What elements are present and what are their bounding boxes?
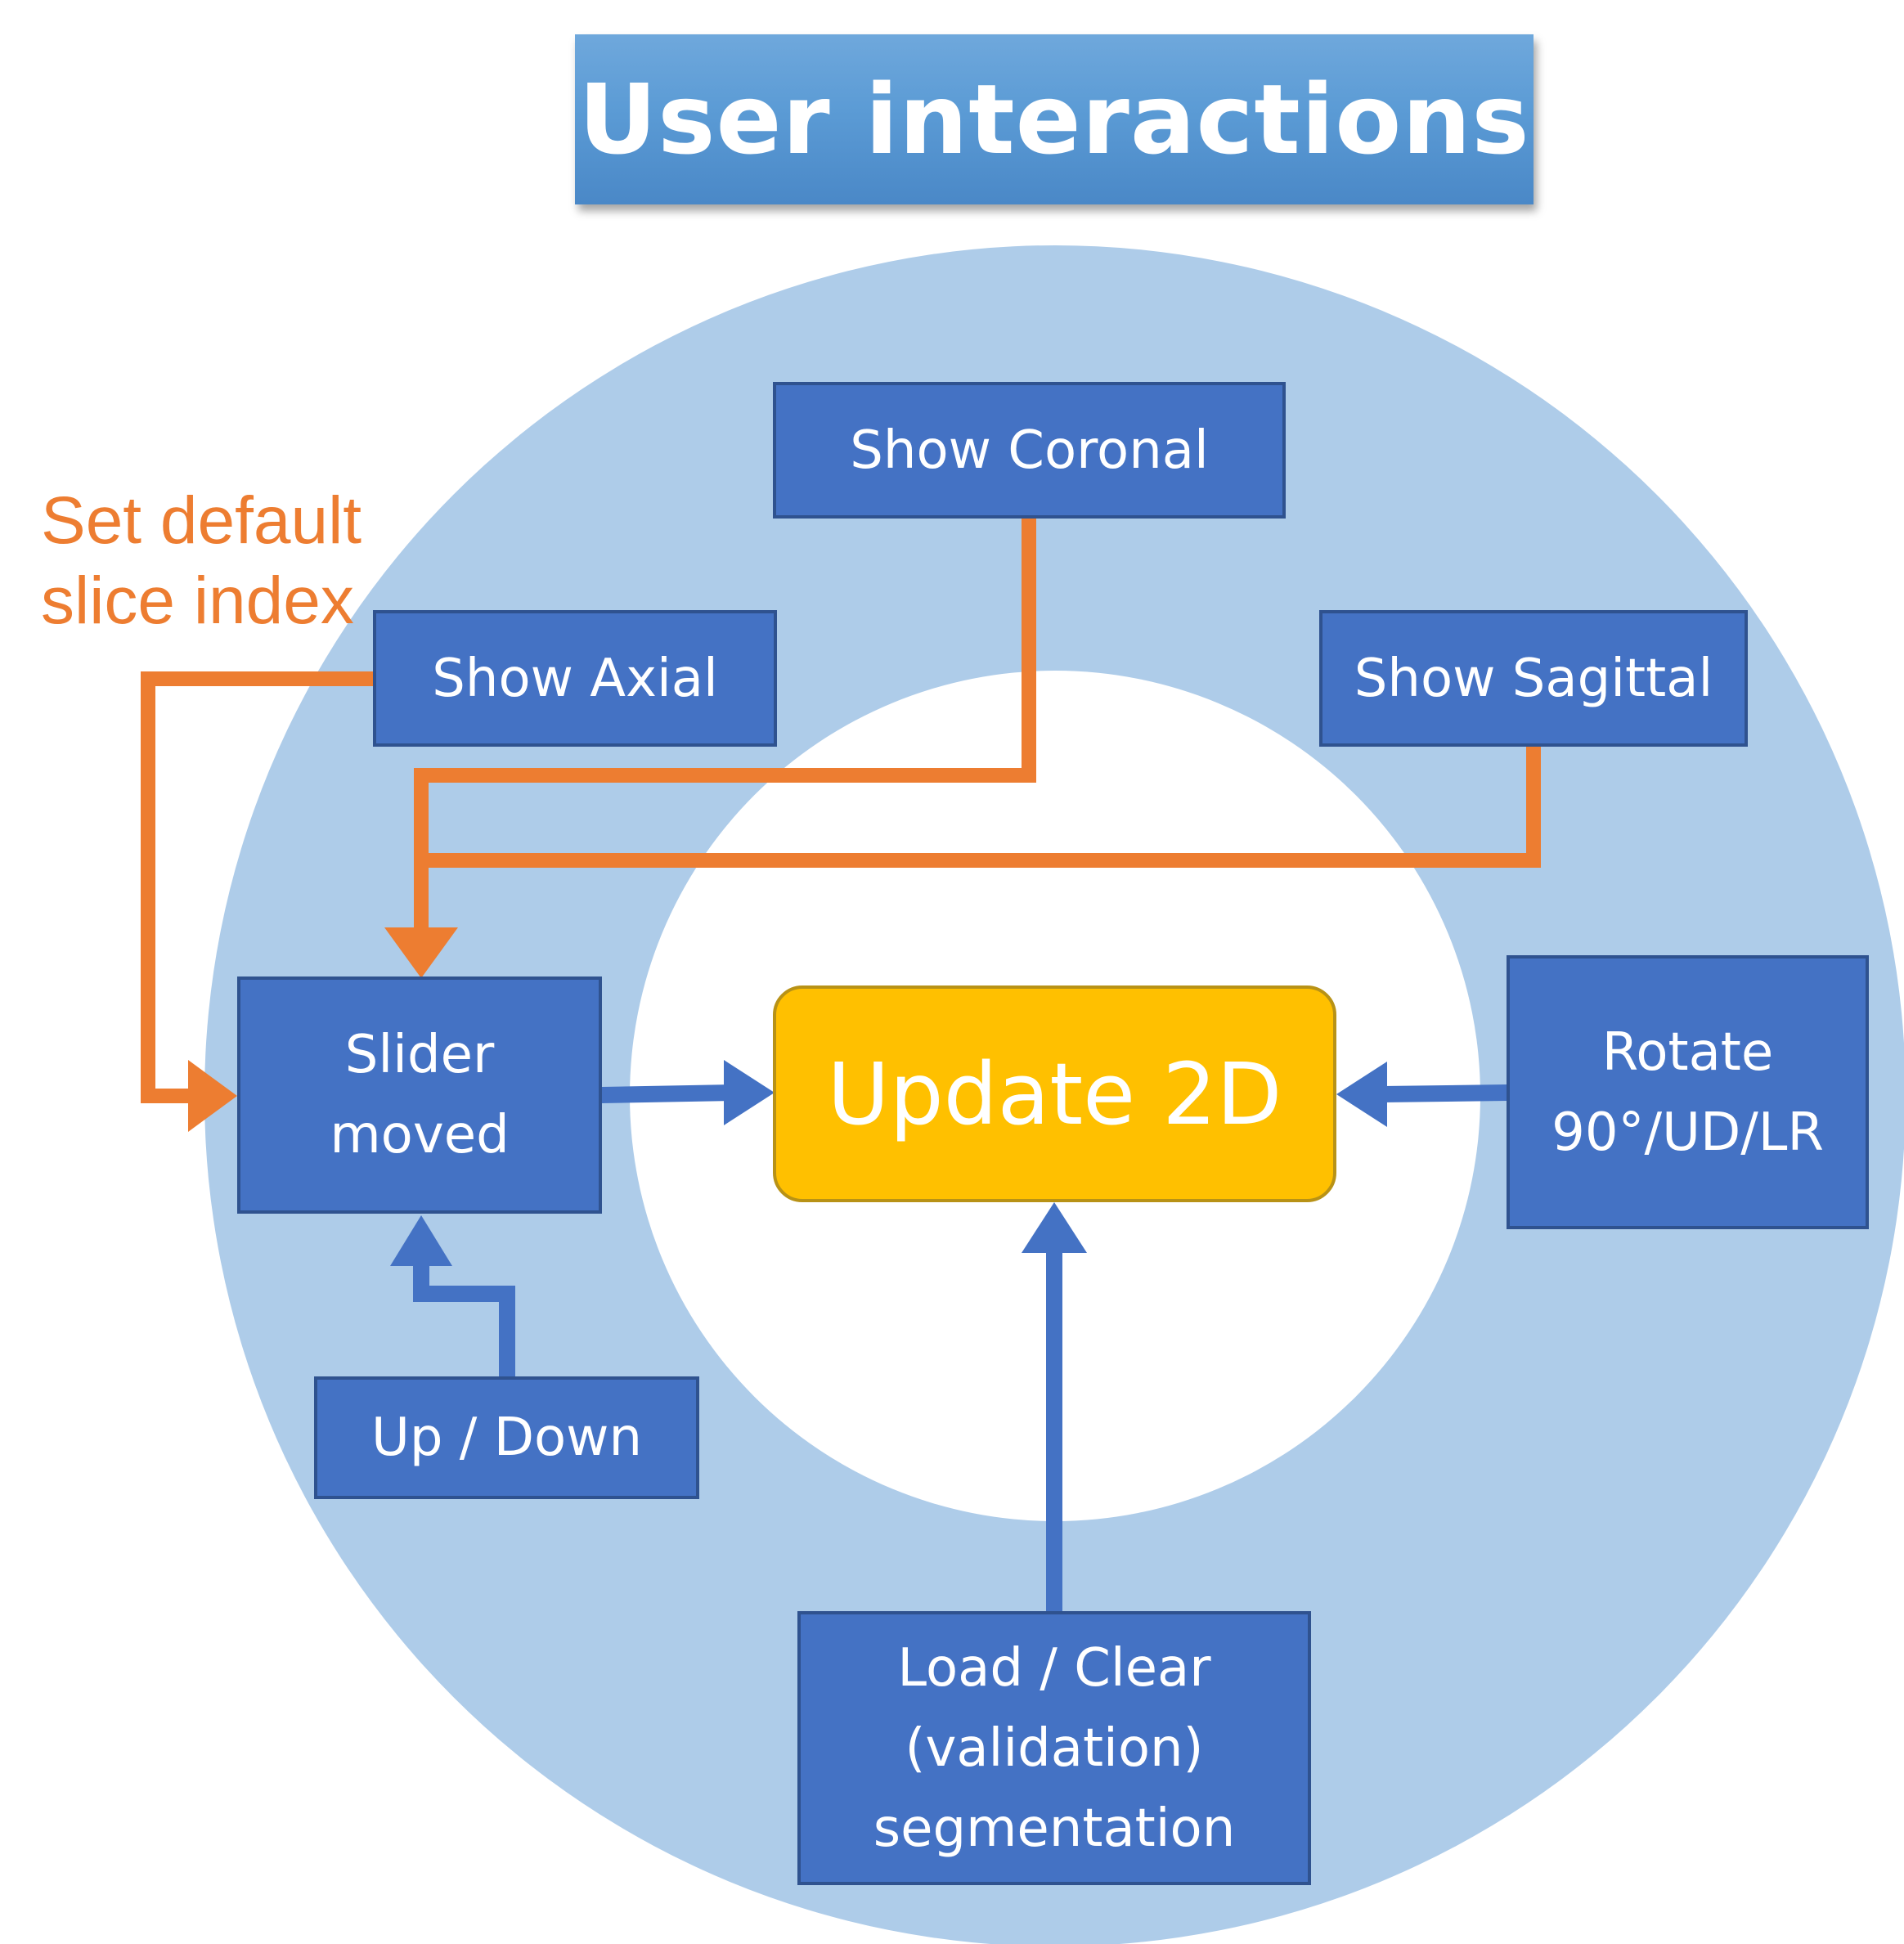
show-axial-label: Show Axial — [432, 648, 718, 709]
axial-to-slider-connector — [141, 671, 373, 1103]
axial-arrowhead — [188, 1060, 237, 1132]
rotate-label: Rotate 90°/UD/LR — [1551, 1021, 1824, 1163]
rotate-update-arrowhead — [1336, 1062, 1387, 1127]
up-down-label: Up / Down — [370, 1407, 643, 1468]
slider-moved-label: Slider moved — [330, 1025, 510, 1165]
load-clear-segmentation-node[interactable]: Load / Clear (validation) segmentation — [797, 1611, 1311, 1885]
blue-connectors — [413, 1084, 1508, 1611]
set-default-slice-label: Set default slice index — [41, 483, 362, 638]
slider-moved-node[interactable]: Slider moved — [237, 976, 602, 1214]
page-title: User interactions — [575, 34, 1534, 204]
up-down-node[interactable]: Up / Down — [314, 1376, 699, 1499]
orange-connectors — [141, 519, 1541, 1103]
rotate-node[interactable]: Rotate 90°/UD/LR — [1507, 955, 1869, 1229]
slider-top-arrowhead — [384, 927, 458, 978]
show-coronal-node[interactable]: Show Coronal — [773, 382, 1286, 519]
slider-to-update-line — [600, 1084, 733, 1103]
updown-to-slider-line — [413, 1261, 515, 1377]
sagittal-to-slider-connector — [421, 746, 1541, 868]
update-2d-label: Update 2D — [827, 1044, 1282, 1144]
rotate-to-update-line — [1381, 1084, 1508, 1102]
load-update-arrowhead — [1022, 1202, 1087, 1253]
slider-update-arrowhead — [724, 1060, 775, 1125]
show-axial-node[interactable]: Show Axial — [373, 610, 777, 747]
update-2d-node[interactable]: Update 2D — [773, 985, 1336, 1202]
show-sagittal-label: Show Sagittal — [1354, 648, 1713, 709]
blue-arrowheads — [390, 1060, 1387, 1266]
updown-slider-arrowhead — [390, 1215, 452, 1266]
show-sagittal-node[interactable]: Show Sagittal — [1319, 610, 1748, 747]
load-clear-label: Load / Clear (validation) segmentation — [873, 1637, 1236, 1859]
show-coronal-label: Show Coronal — [850, 420, 1209, 481]
